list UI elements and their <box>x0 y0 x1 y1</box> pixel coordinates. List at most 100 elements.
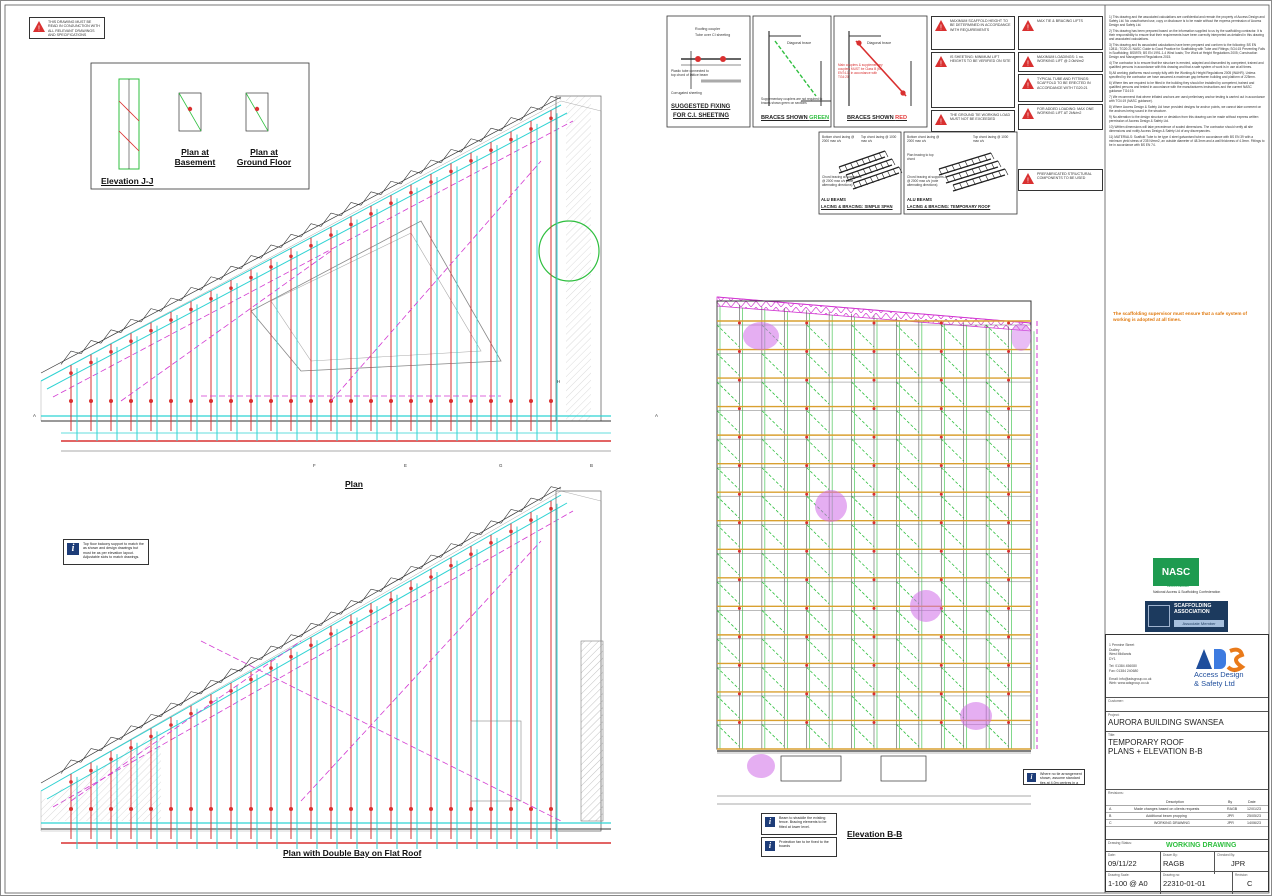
ads-logo-icon <box>1196 647 1246 672</box>
company-email: Email: info@adsgroup.co.uk <box>1109 676 1152 681</box>
info-box-plan-double: i Top floor balcony support to match the… <box>63 539 149 565</box>
date-cell: Date: 09/11/22 <box>1106 852 1160 874</box>
company-fax: Fax: 01384 240680 <box>1109 668 1139 673</box>
status-label: Drawing Status: <box>1108 841 1132 845</box>
info-icon: i <box>765 817 775 827</box>
date-value: 09/11/22 <box>1108 859 1137 868</box>
revision-row: C WORKING DRAWING JPR 14/06/23 <box>1106 820 1268 827</box>
lacing1-chord-bracing: Chord bracing at supports & @ 2000 max c… <box>822 175 862 187</box>
braces-red-prefix: BRACES SHOWN <box>847 115 896 121</box>
braces-green-title: BRACES SHOWN GREEN <box>761 115 829 121</box>
company-tel: Tel: 01384 456080 <box>1109 664 1137 669</box>
info-text-plan-double: Top floor balcony support to match the a… <box>83 542 144 560</box>
revision-cell: Revision: C <box>1232 872 1268 894</box>
lacing2-top-chord: Top chord lacing @ 1000 max c/s <box>973 135 1009 143</box>
drawing-status: WORKING DRAWING <box>1166 842 1237 849</box>
fixing-roofing-coupler: Roofing coupler <box>695 27 721 31</box>
warning-box-6: ! THE GROUND TIE WORKING LOAD MUST NOT B… <box>931 110 1015 132</box>
info-text-protection: Protection fan to be fixed to the boards <box>779 840 829 849</box>
scale-cell: Drawing Scale: 1-100 @ A0 <box>1106 872 1160 894</box>
warning-box-2: ! MAX TIE & BRACING LIFTS <box>1018 16 1103 50</box>
sa-member: Associate Member <box>1174 620 1224 627</box>
elevation-bb-caption: Elevation B-B <box>847 829 903 839</box>
project-row: Project: AURORA BUILDING SWANSEA <box>1106 711 1268 731</box>
grid-label-a-left: A <box>33 413 36 418</box>
info-text-beam: Beam to straddle the existing fence. Bra… <box>779 816 827 829</box>
braces-red-word: RED <box>895 115 907 121</box>
warning-box-1: ! MAXIMUM SCAFFOLD HEIGHT TO BE DETERMIN… <box>931 16 1015 50</box>
warning-box-4: ! IS SHEETING: MINIMUM LIFT HEIGHTS TO B… <box>931 52 1015 108</box>
fixing-plastic-tube-label: Plastic tube connected to top chord of l… <box>671 69 709 77</box>
info-icon: i <box>67 543 79 555</box>
braces-red-drawing <box>848 31 912 106</box>
elevation-jj-caption: Elevation J-J <box>101 176 154 186</box>
checked-cell: Checked By: JPR <box>1214 852 1268 874</box>
braces-green-word: GREEN <box>809 115 830 121</box>
number-label: Drawing no: <box>1163 873 1181 877</box>
lacing2-title: LACING & BRACING: TEMPORARY ROOF <box>907 204 991 209</box>
info-box-elevation-tie: i Where no tie arrangement shown, assume… <box>1023 769 1085 785</box>
warning-icon: ! <box>935 56 947 67</box>
warning-box-3: ! MAXIMUM LOADINGS: 1 no. WORKING LIFT @… <box>1018 52 1103 72</box>
lacing-temp-drawing <box>938 152 1009 192</box>
fixing-tube-label: Tube over CI sheeting <box>695 33 731 37</box>
warning-text-3: MAXIMUM LOADINGS: 1 no. WORKING LIFT @ 2… <box>1037 55 1084 64</box>
rev-date: 14/06/23 <box>1247 821 1261 825</box>
note-7: 7) We recommend that where inflated anch… <box>1109 95 1265 103</box>
plan-top-drawing <box>40 95 611 452</box>
warning-text-6: THE GROUND TIE WORKING LOAD MUST NOT BE … <box>950 113 1011 122</box>
drawn-value: RAGB <box>1163 859 1185 868</box>
plan-double-bay-caption: Plan with Double Bay on Flat Roof <box>283 848 422 858</box>
title-line-1: TEMPORARY ROOF <box>1108 738 1184 747</box>
fixing-title-line1: SUGGESTED FIXING <box>671 104 731 110</box>
customer-row: Customer: <box>1106 697 1268 711</box>
address-line-2: Dudley <box>1109 647 1120 652</box>
note-5: 5) All working platforms must comply ful… <box>1109 71 1256 79</box>
grid-label-a-right: A <box>655 413 658 418</box>
rev-letter: A <box>1109 807 1112 811</box>
note-3: 3) This drawing and its associated calcu… <box>1109 43 1265 59</box>
rev-header-desc: Description <box>1166 800 1184 804</box>
note-6: 6) Where ties are required to be fitted … <box>1109 81 1255 93</box>
info-icon: i <box>1027 773 1036 782</box>
note-10: 10) Written dimensions will take precede… <box>1109 125 1253 133</box>
warning-text-8: PREFABRICATED STRUCTURAL COMPONENTS TO B… <box>1037 172 1092 181</box>
plan-ground-line1: Plan at <box>250 147 278 157</box>
warning-icon: ! <box>1022 173 1034 184</box>
svg-text:!: ! <box>940 119 942 126</box>
warning-text-4: IS SHEETING: MINIMUM LIFT HEIGHTS TO BE … <box>950 55 1011 64</box>
address-line-1: 1 Pennine Street <box>1109 643 1135 647</box>
info-box-beam: i Beam to straddle the existing fence. B… <box>761 813 837 835</box>
lacing2-bottom-chord: Bottom chord lacing @ 2000 max c/s <box>907 135 940 143</box>
sa-line2: ASSOCIATION <box>1174 608 1210 615</box>
plan-basement-line1: Plan at <box>181 147 209 157</box>
drawn-cell: Drawn By: RAGB <box>1160 852 1214 874</box>
rev-by: JPR <box>1227 821 1234 825</box>
rev-by: JPR <box>1227 814 1234 818</box>
note-9: 9) No alteration to the design structure… <box>1109 115 1259 123</box>
lacing2-chord-bracing: Chord bracing at supports & @ 2000 max c… <box>907 175 947 187</box>
warning-icon: ! <box>33 21 45 32</box>
warning-box-8: ! PREFABRICATED STRUCTURAL COMPONENTS TO… <box>1018 169 1103 191</box>
address-line-4: DY1 <box>1109 656 1116 661</box>
rev-desc: WORKING DRAWING <box>1154 821 1190 825</box>
title-label: Title: <box>1108 733 1116 737</box>
address-line-3: West Midlands <box>1109 652 1132 657</box>
warning-icon: ! <box>935 20 947 31</box>
sa-mark-icon <box>1148 605 1170 627</box>
grid-label-g: G <box>499 463 503 468</box>
svg-text:!: ! <box>940 25 942 32</box>
sa-line1: SCAFFOLDING <box>1174 603 1212 609</box>
top-note-box: ! THIS DRAWING MUST BE READ IN CONJUNCTI… <box>29 17 105 39</box>
info-icon: i <box>765 841 775 851</box>
revisions-label: Revisions: <box>1108 791 1124 795</box>
svg-text:!: ! <box>1027 61 1029 68</box>
rev-by: RAGB <box>1227 807 1238 811</box>
scale-row: Drawing Scale: 1-100 @ A0 Drawing no: 22… <box>1106 871 1268 894</box>
lacing2-alu-beams: ALU BEAMS <box>907 197 932 202</box>
revisions-row: Revisions: <box>1106 789 1268 839</box>
lacing1-alu-beams: ALU BEAMS <box>821 197 846 202</box>
date-label: Date: <box>1108 853 1116 857</box>
